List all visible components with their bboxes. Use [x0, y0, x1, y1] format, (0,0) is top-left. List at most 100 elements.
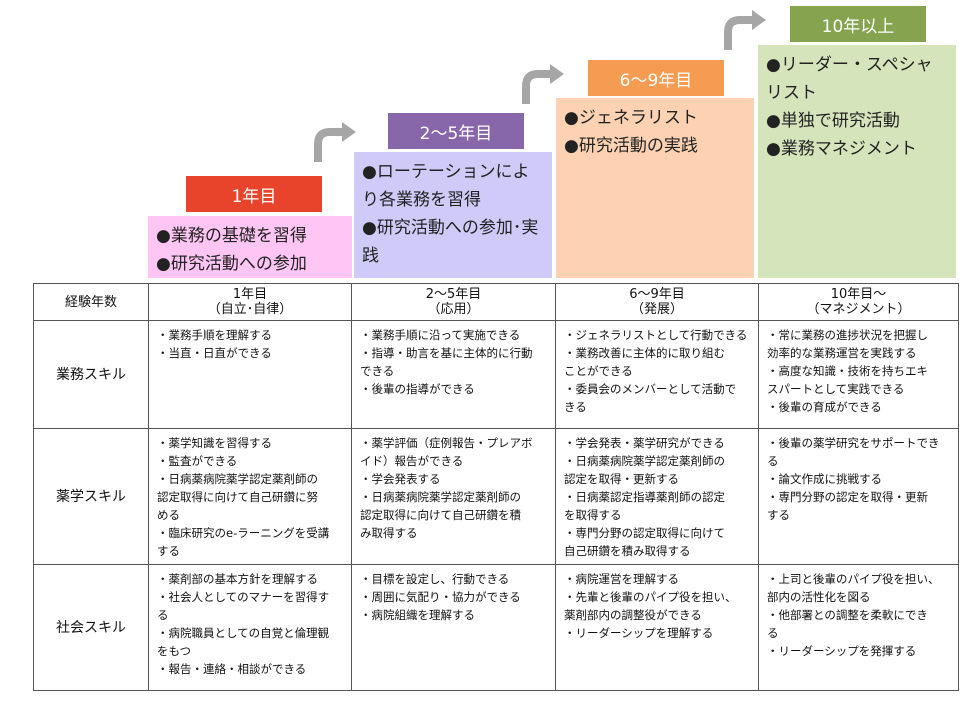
- cell-text: ・目標を設定し、行動できる: [360, 572, 510, 586]
- cell-text: る: [157, 608, 169, 622]
- cell-text: ・日病薬病院薬学認定薬剤師の: [360, 490, 521, 504]
- cell-text: ・先輩と後輩のパイプ役を担い、: [564, 590, 737, 604]
- cell-text: ・周囲に気配り・協力ができる: [360, 590, 521, 604]
- cell-text: ・日病薬認定指導薬剤師の認定: [564, 490, 725, 504]
- cell-text: 認定取得に向けて自己研鑽を積: [360, 508, 521, 522]
- cell-text: ・ジェネラリストとして行動できる: [564, 328, 748, 342]
- stage-item: ●ローテーションにより各業務を習得: [362, 162, 530, 210]
- cell-text: ・業務手順に沿って実施できる: [360, 328, 521, 342]
- row-label: 業務スキル: [33, 320, 149, 429]
- cell-text: ・高度な知識・技術を持ちエキ: [767, 364, 928, 378]
- row-label: 薬学スキル: [33, 428, 149, 565]
- cell-text: ・病院職員としての自覚と倫理観: [157, 626, 330, 640]
- stage-item: ●単独で研究活動: [766, 111, 900, 131]
- cell-text: ・報告・連絡・相談ができる: [157, 662, 307, 676]
- cell-text: ・病院組織を理解する: [360, 608, 475, 622]
- stage-2-box: ●ローテーションにより各業務を習得●研究活動への参加･実践: [354, 152, 552, 278]
- cell-text: ・業務改善に主体的に取り組む: [564, 346, 725, 360]
- cell-text: る: [767, 626, 779, 640]
- stage-item: ●ジェネラリスト: [564, 108, 698, 128]
- stage-item: ●研究活動への参加: [156, 254, 307, 274]
- cell-text: ・後輩の指導ができる: [360, 382, 475, 396]
- table-header-row: 経験年数 1年目（自立･自律） 2～5年目（応用） 6～9年目（発展） 10年目…: [33, 283, 959, 321]
- table-row: 業務スキル ・業務手順を理解する・当直・日直ができる ・業務手順に沿って実施でき…: [33, 320, 959, 429]
- cell-text: できる: [360, 364, 395, 378]
- corner-header: 経験年数: [33, 283, 149, 321]
- table-cell: ・業務手順を理解する・当直・日直ができる: [148, 320, 352, 429]
- cell-text: ・常に業務の進捗状況を把握し: [767, 328, 928, 342]
- stage-item: ●業務の基礎を習得: [156, 226, 307, 246]
- cell-text: する: [157, 544, 180, 558]
- cell-text: ・業務手順を理解する: [157, 328, 272, 342]
- stage-1-badge: 1年目: [186, 176, 322, 212]
- stage-1-box: ●業務の基礎を習得 ●研究活動への参加: [148, 216, 352, 278]
- row-label: 社会スキル: [33, 564, 149, 691]
- table-cell: ・薬学知識を習得する・監査ができる・日病薬病院薬学認定薬剤師の認定取得に向けて自…: [148, 428, 352, 565]
- step-arrow-icon: [314, 122, 356, 162]
- stage-3-badge: 6～9年目: [588, 60, 724, 96]
- table-cell: ・業務手順に沿って実施できる・指導・助言を基に主体的に行動できる・後輩の指導がで…: [351, 320, 556, 429]
- cell-text: ことができる: [564, 364, 633, 378]
- cell-text: 自己研鑽を積み取得する: [564, 544, 691, 558]
- stage-2-badge: 2～5年目: [388, 113, 524, 149]
- cell-text: ・学会発表する: [360, 472, 441, 486]
- table-cell: ・薬学評価（症例報告・プレアボイド）報告ができる・学会発表する・日病薬病院薬学認…: [351, 428, 556, 565]
- column-header: 1年目（自立･自律）: [148, 283, 352, 321]
- cell-text: ・専門分野の認定を取得・更新: [767, 490, 928, 504]
- cell-text: 認定を取得・更新する: [564, 472, 679, 486]
- step-arrow-icon: [724, 10, 766, 50]
- cell-text: 部内の活性化を図る: [767, 590, 871, 604]
- cell-text: をもつ: [157, 644, 192, 658]
- cell-text: ・病院運営を理解する: [564, 572, 679, 586]
- cell-text: る: [767, 454, 779, 468]
- cell-text: ・学会発表・薬学研究ができる: [564, 436, 725, 450]
- stage-item: ●業務マネジメント: [766, 139, 917, 159]
- cell-text: める: [157, 508, 180, 522]
- cell-text: ・専門分野の認定取得に向けて: [564, 526, 725, 540]
- stage-4-badge: 10年以上: [790, 6, 926, 42]
- cell-text: ・薬学知識を習得する: [157, 436, 272, 450]
- table-row: 社会スキル ・薬剤部の基本方針を理解する・社会人としてのマナーを習得する・病院職…: [33, 564, 959, 691]
- table-row: 薬学スキル ・薬学知識を習得する・監査ができる・日病薬病院薬学認定薬剤師の認定取…: [33, 428, 959, 565]
- table-cell: ・後輩の薬学研究をサポートできる・論文作成に挑戦する・専門分野の認定を取得・更新…: [758, 428, 959, 565]
- cell-text: スパートとして実践できる: [767, 382, 905, 396]
- column-header: 2～5年目（応用）: [351, 283, 556, 321]
- stage-item: ●研究活動の実践: [564, 136, 698, 156]
- cell-text: 効率的な業務運営を実践する: [767, 346, 917, 360]
- cell-text: ・他部署との調整を柔軟にでき: [767, 608, 928, 622]
- cell-text: ・論文作成に挑戦する: [767, 472, 882, 486]
- cell-text: ・当直・日直ができる: [157, 346, 272, 360]
- stage-4-box: ●リーダー・スペシャリスト ●単独で研究活動 ●業務マネジメント: [758, 45, 956, 278]
- cell-text: み取得する: [360, 526, 418, 540]
- stage-3-box: ●ジェネラリスト ●研究活動の実践: [556, 98, 754, 278]
- step-arrow-icon: [522, 64, 564, 104]
- cell-text: ・上司と後輩のパイプ役を担い、: [767, 572, 940, 586]
- cell-text: ・リーダーシップを発揮する: [767, 644, 917, 658]
- cell-text: を取得する: [564, 508, 622, 522]
- cell-text: ・後輩の薬学研究をサポートでき: [767, 436, 940, 450]
- cell-text: ・社会人としてのマナーを習得す: [157, 590, 330, 604]
- table-cell: ・目標を設定し、行動できる・周囲に気配り・協力ができる・病院組織を理解する: [351, 564, 556, 691]
- table-cell: ・学会発表・薬学研究ができる・日病薬病院薬学認定薬剤師の認定を取得・更新する・日…: [555, 428, 759, 565]
- cell-text: ・薬剤部の基本方針を理解する: [157, 572, 318, 586]
- cell-text: 薬剤部内の調整役ができる: [564, 608, 702, 622]
- column-header: 10年目～（マネジメント）: [758, 283, 959, 321]
- table-cell: ・常に業務の進捗状況を把握し効率的な業務運営を実践する・高度な知識・技術を持ちエ…: [758, 320, 959, 429]
- cell-text: ・監査ができる: [157, 454, 238, 468]
- cell-text: ・日病薬病院薬学認定薬剤師の: [564, 454, 725, 468]
- stage-item: ●リーダー・スペシャリスト: [766, 55, 933, 103]
- cell-text: する: [767, 508, 790, 522]
- cell-text: ・日病薬病院薬学認定薬剤師の: [157, 472, 318, 486]
- column-header: 6～9年目（発展）: [555, 283, 759, 321]
- cell-text: ・リーダーシップを理解する: [564, 626, 714, 640]
- table-cell: ・ジェネラリストとして行動できる・業務改善に主体的に取り組むことができる・委員会…: [555, 320, 759, 429]
- table-cell: ・薬剤部の基本方針を理解する・社会人としてのマナーを習得する・病院職員としての自…: [148, 564, 352, 691]
- cell-text: 認定取得に向けて自己研鑽に努: [157, 490, 318, 504]
- cell-text: ・指導・助言を基に主体的に行動: [360, 346, 533, 360]
- cell-text: ・薬学評価（症例報告・プレアボ: [360, 436, 533, 450]
- skill-table: 経験年数 1年目（自立･自律） 2～5年目（応用） 6～9年目（発展） 10年目…: [33, 283, 959, 691]
- cell-text: イド）報告ができる: [360, 454, 464, 468]
- cell-text: きる: [564, 400, 587, 414]
- table-cell: ・上司と後輩のパイプ役を担い、部内の活性化を図る・他部署との調整を柔軟にできる・…: [758, 564, 959, 691]
- cell-text: ・臨床研究のe-ラーニングを受講: [157, 526, 330, 540]
